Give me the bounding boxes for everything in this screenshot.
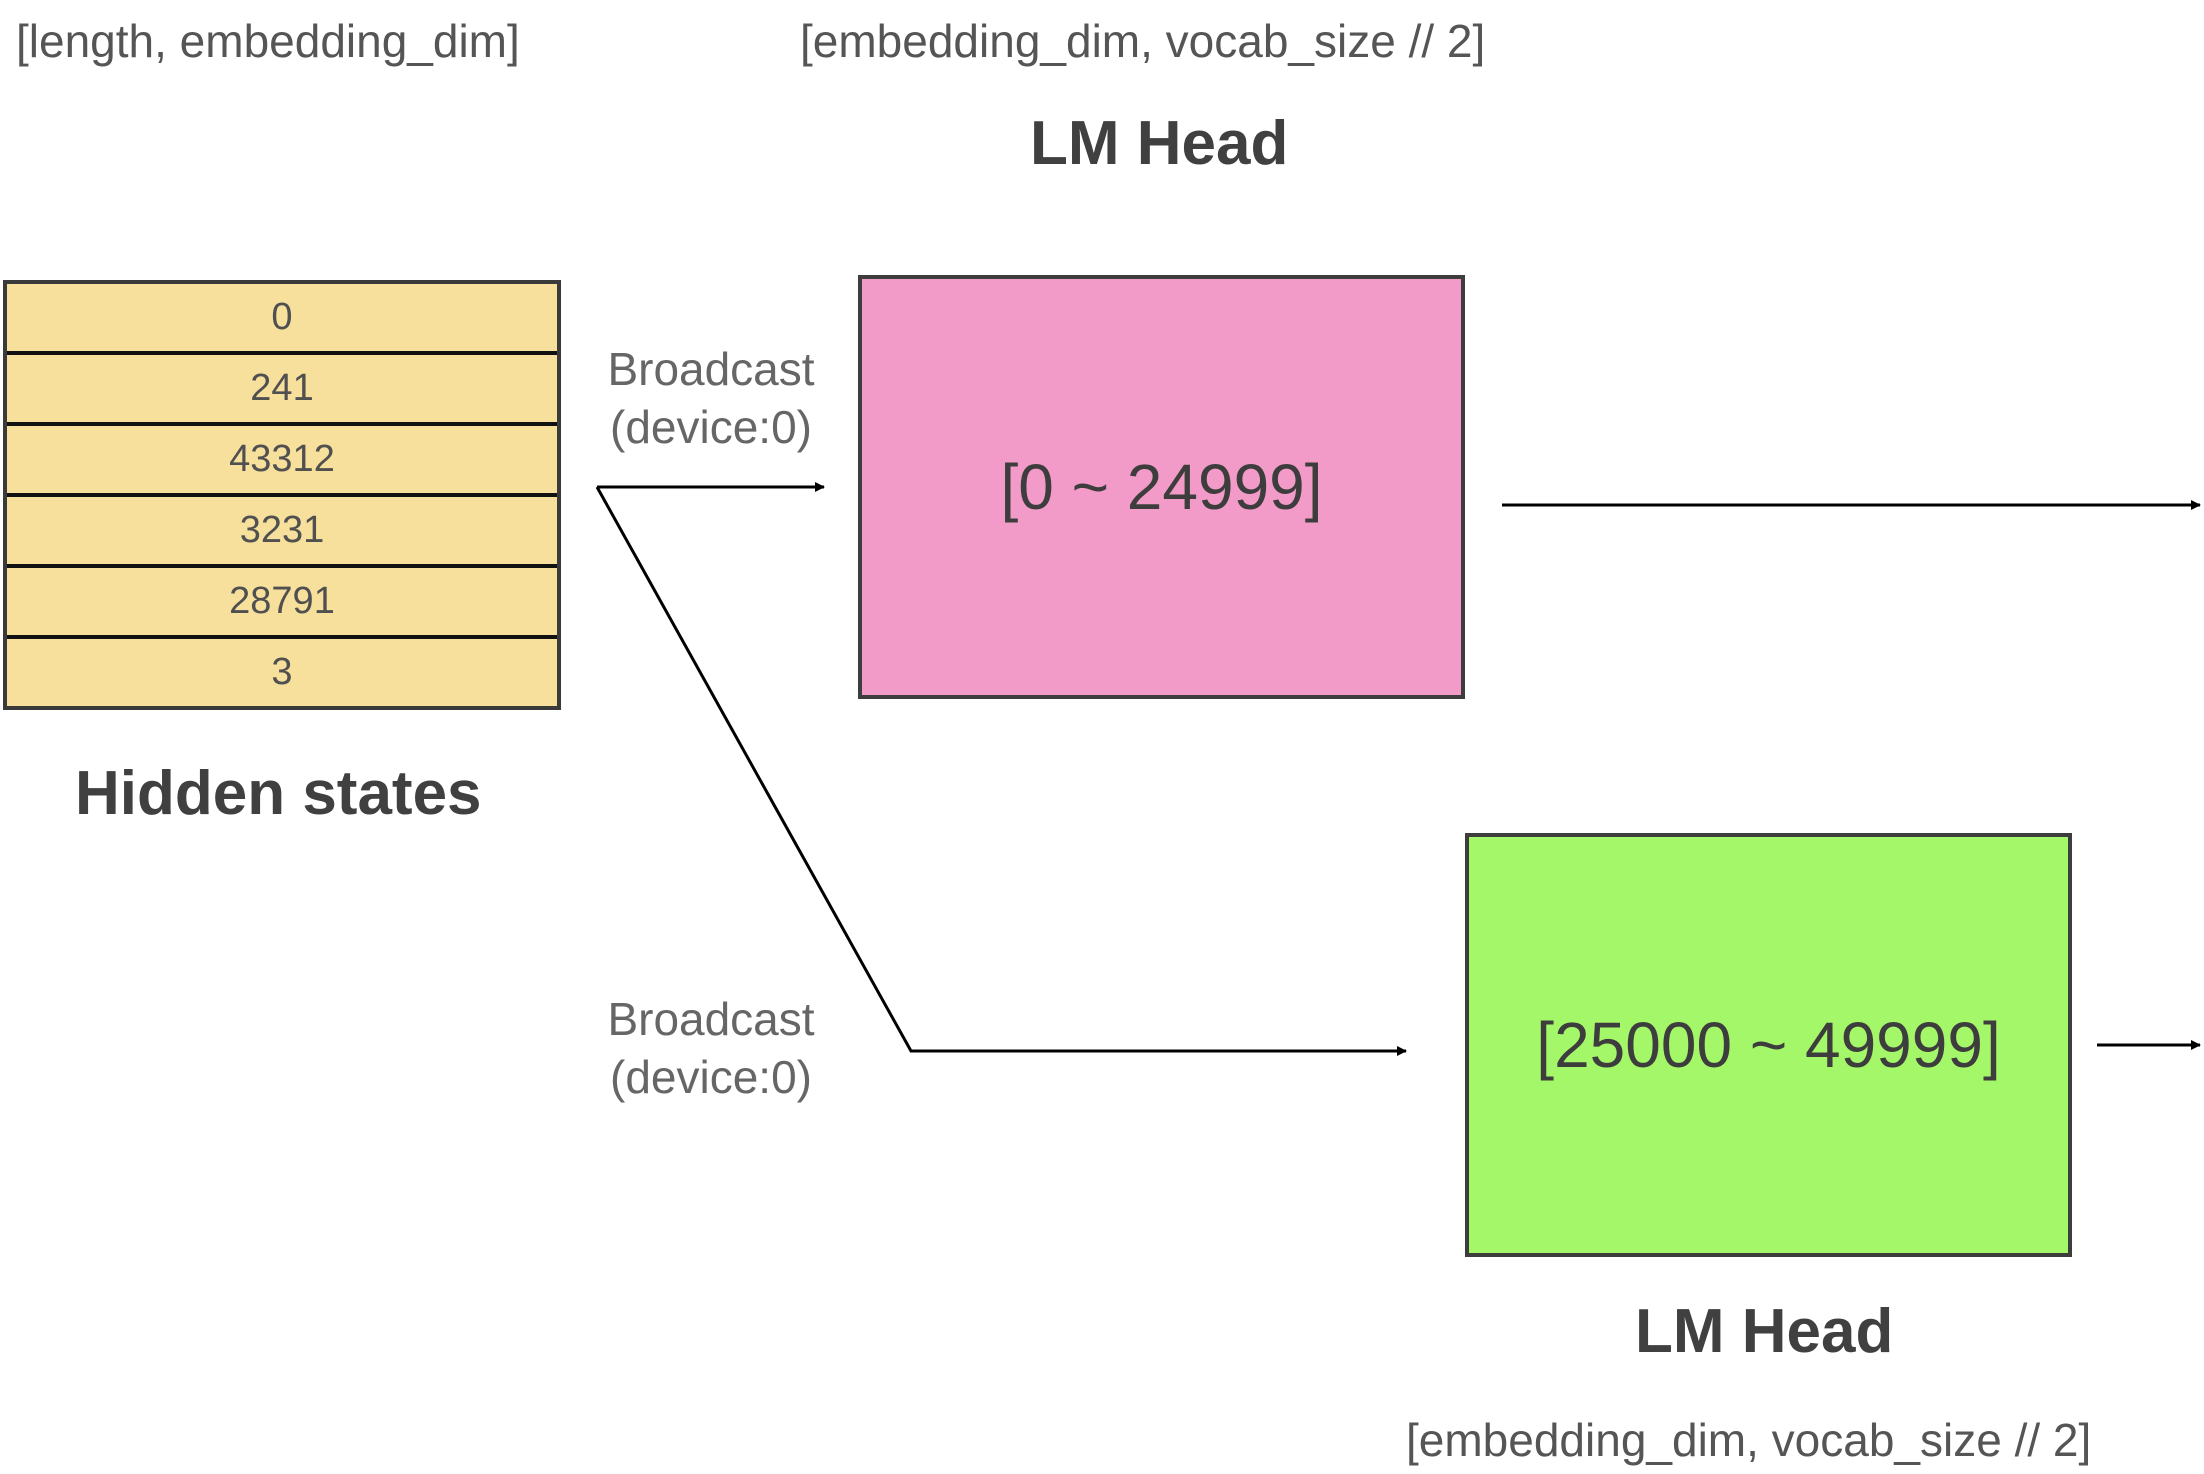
hidden-states-shape-label: [length, embedding_dim] — [16, 15, 520, 67]
hidden-state-row: 28791 — [7, 568, 557, 639]
broadcast-bottom-label: Broadcast (device:0) — [596, 990, 826, 1106]
broadcast-bottom-label-line2: (device:0) — [610, 1051, 812, 1103]
hidden-state-row: 3231 — [7, 497, 557, 568]
hidden-state-row: 43312 — [7, 426, 557, 497]
lm-head-bottom-range-label: [25000 ~ 49999] — [1536, 1009, 2001, 1081]
hidden-state-row: 241 — [7, 355, 557, 426]
hidden-state-row: 0 — [7, 284, 557, 355]
hidden-state-row: 3 — [271, 651, 293, 693]
broadcast-top-label: Broadcast (device:0) — [596, 340, 826, 456]
lm-head-bottom-title: LM Head — [1635, 1297, 1894, 1366]
hidden-states-title: Hidden states — [75, 759, 482, 828]
lm-head-top-box: [0 ~ 24999] — [858, 275, 1465, 699]
lm-head-top-title: LM Head — [1030, 109, 1289, 178]
lm-head-bottom-box: [25000 ~ 49999] — [1465, 833, 2072, 1257]
broadcast-bottom-arrow — [595, 486, 1407, 1056]
broadcast-top-label-line2: (device:0) — [610, 401, 812, 453]
broadcast-bottom-label-line1: Broadcast — [607, 993, 815, 1045]
lm-head-top-range-label: [0 ~ 24999] — [1000, 451, 1323, 523]
lm-head-bottom-shape-label: [embedding_dim, vocab_size // 2] — [1406, 1414, 2092, 1466]
lm-head-top-shape-label: [embedding_dim, vocab_size // 2] — [800, 15, 1486, 67]
broadcast-top-label-line1: Broadcast — [607, 343, 815, 395]
